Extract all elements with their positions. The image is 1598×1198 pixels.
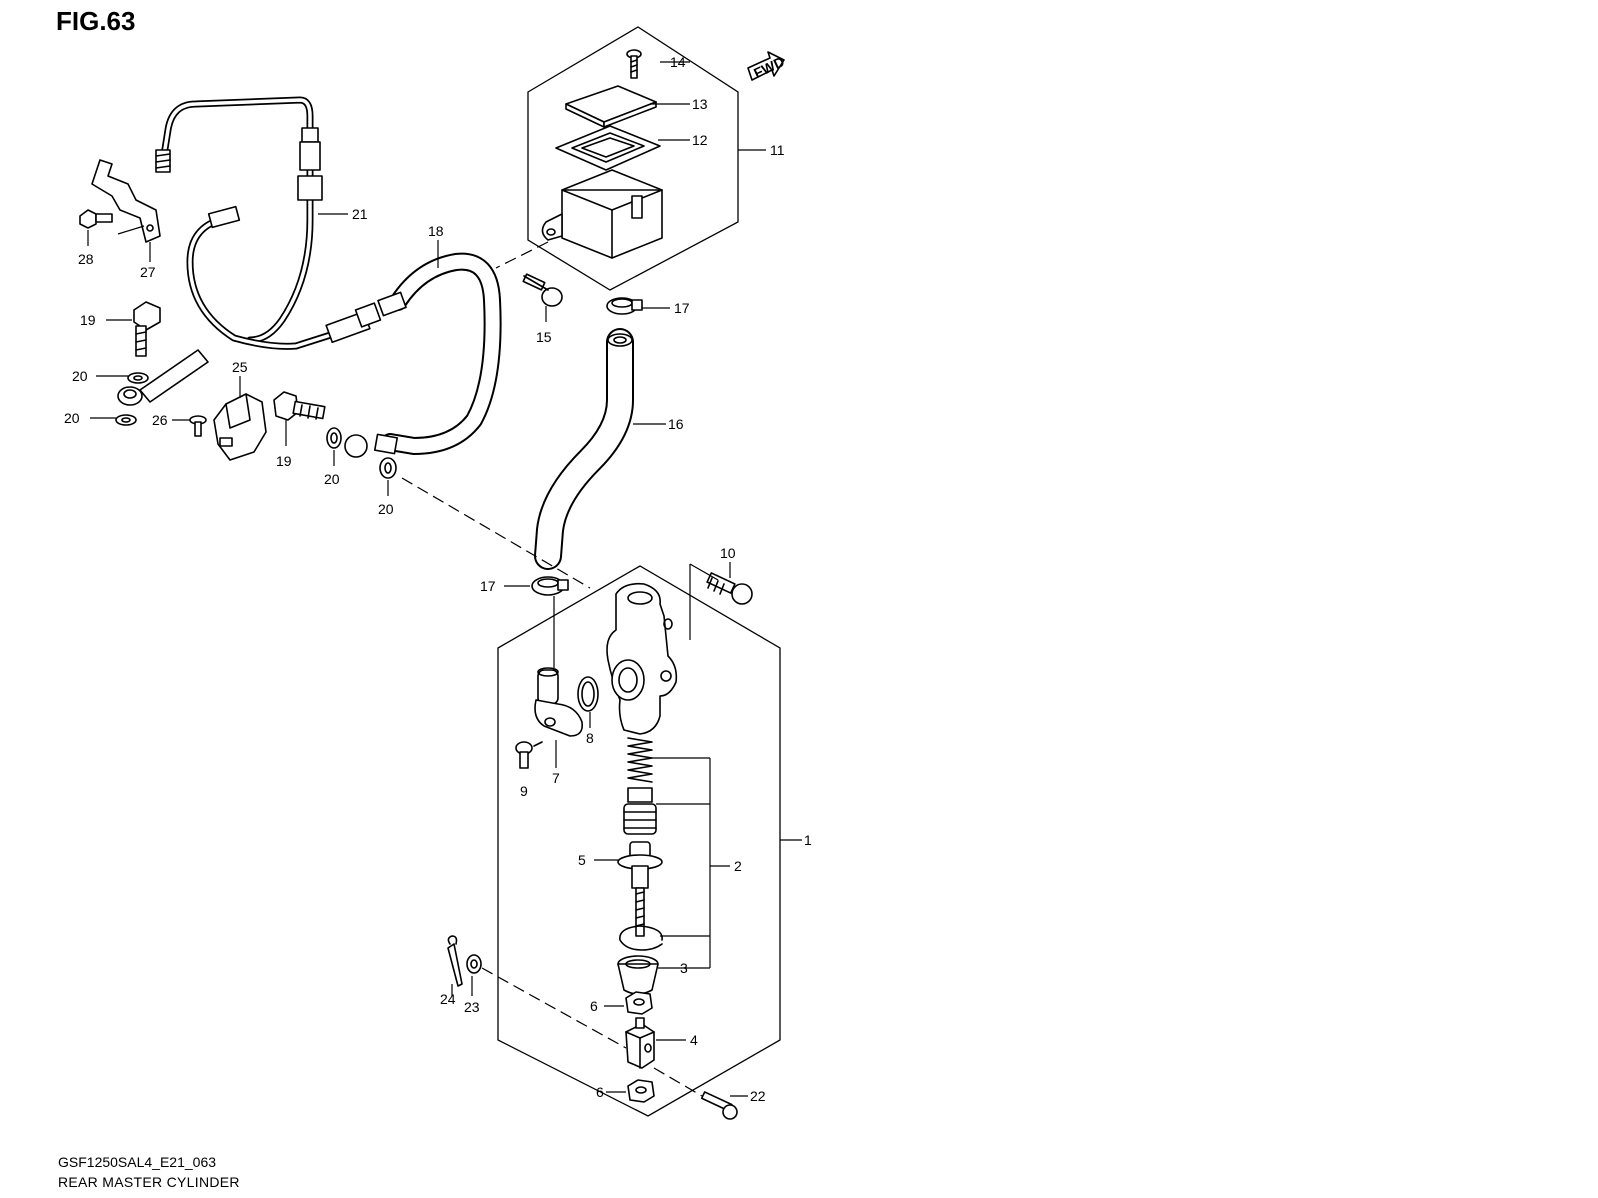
callout-22: 22 (750, 1088, 766, 1104)
callout-9: 9 (520, 783, 528, 799)
callout-24: 24 (440, 991, 456, 1007)
callout-17-upper: 17 (674, 300, 690, 316)
washer-20-b (115, 414, 137, 426)
callout-6-upper: 6 (590, 998, 598, 1014)
pipe-bracket-27 (91, 159, 161, 262)
callout-20-d: 20 (378, 501, 394, 517)
alignment-line-reservoir (495, 241, 549, 269)
reservoir-hose-16 (534, 328, 666, 570)
union-bolt-19-left (106, 301, 161, 357)
callout-15: 15 (536, 329, 552, 345)
hose-clamp-17-lower (504, 576, 569, 668)
callout-12: 12 (692, 132, 708, 148)
washer-20-d (379, 457, 397, 496)
washer-20-c (326, 427, 342, 466)
fitting-screw-9 (515, 741, 543, 769)
callout-19-center: 19 (276, 453, 292, 469)
master-cylinder-body (606, 582, 678, 735)
callout-17-lower: 17 (480, 578, 496, 594)
brake-pipe-lower (186, 205, 382, 350)
clamp-screw-26 (189, 415, 207, 437)
washer-23 (466, 954, 482, 996)
callout-6-lower: 6 (596, 1084, 604, 1100)
callout-1: 1 (804, 832, 812, 848)
callout-16: 16 (668, 416, 684, 432)
callout-14: 14 (670, 54, 686, 70)
alignment-line-washer (481, 967, 627, 1049)
dust-boot-3 (617, 936, 711, 995)
brake-pipe-21 (155, 96, 348, 344)
callout-18: 18 (428, 223, 444, 239)
reservoir-assembly (527, 26, 766, 291)
reservoir-group-frame (527, 26, 739, 291)
callout-5: 5 (578, 852, 586, 868)
callout-19-left: 19 (80, 312, 96, 328)
hose-clamp-25 (213, 376, 267, 461)
callout-25: 25 (232, 359, 248, 375)
callout-4: 4 (690, 1032, 698, 1048)
callout-3: 3 (680, 960, 688, 976)
reservoir-bolt-15 (522, 273, 563, 322)
bracket-bolt-28 (79, 209, 113, 246)
callout-10: 10 (720, 545, 736, 561)
forward-arrow-icon: FWD (747, 51, 787, 81)
diaphragm-12 (555, 125, 661, 171)
callout-labels: 1 2 3 4 5 6 6 7 8 9 10 11 12 13 14 15 16… (64, 54, 812, 1104)
fwd-label: FWD (751, 53, 787, 81)
reservoir-body-11 (541, 169, 663, 259)
clevis-4 (625, 1017, 686, 1069)
callout-20-b: 20 (64, 410, 80, 426)
banjo-fitting-center (344, 434, 368, 458)
callout-8: 8 (586, 730, 594, 746)
callout-21: 21 (352, 206, 368, 222)
callout-27: 27 (140, 264, 156, 280)
callout-11: 11 (770, 142, 785, 158)
callout-7: 7 (552, 770, 560, 786)
diagram-code: GSF1250SAL4_E21_063 (58, 1154, 217, 1170)
callout-26: 26 (152, 412, 168, 428)
cap-screw-14 (626, 49, 642, 79)
reservoir-cap-13 (565, 85, 657, 128)
callout-20-c: 20 (324, 471, 340, 487)
oring-8 (577, 676, 599, 728)
master-cylinder-group-frame (497, 565, 781, 1117)
diagram-name: REAR MASTER CYLINDER (58, 1174, 240, 1190)
piston-spring (627, 737, 710, 783)
brake-hose-18 (373, 240, 502, 455)
alignment-line-pin (653, 1067, 703, 1097)
union-bolt-19-center (273, 391, 326, 446)
pushrod-5 (594, 841, 663, 937)
banjo-fitting-left (117, 349, 209, 406)
callout-2: 2 (734, 858, 742, 874)
hose-clamp-17-upper (606, 297, 670, 315)
clevis-pin-22 (700, 1091, 748, 1120)
callout-20-a: 20 (72, 368, 88, 384)
washer-20-a (127, 372, 149, 384)
callout-28: 28 (78, 251, 94, 267)
callout-23: 23 (464, 999, 480, 1015)
callout-13: 13 (692, 96, 708, 112)
locknut-6-lower (606, 1079, 655, 1103)
inlet-fitting-7 (534, 667, 584, 768)
alignment-line-hose (401, 477, 591, 589)
cotter-pin-24 (447, 935, 463, 996)
circlip (619, 925, 710, 951)
piston-cup (623, 787, 710, 835)
locknut-6-upper (604, 991, 653, 1015)
cylinder-bolt-10 (689, 562, 753, 640)
figure-title: FIG.63 (56, 6, 136, 36)
